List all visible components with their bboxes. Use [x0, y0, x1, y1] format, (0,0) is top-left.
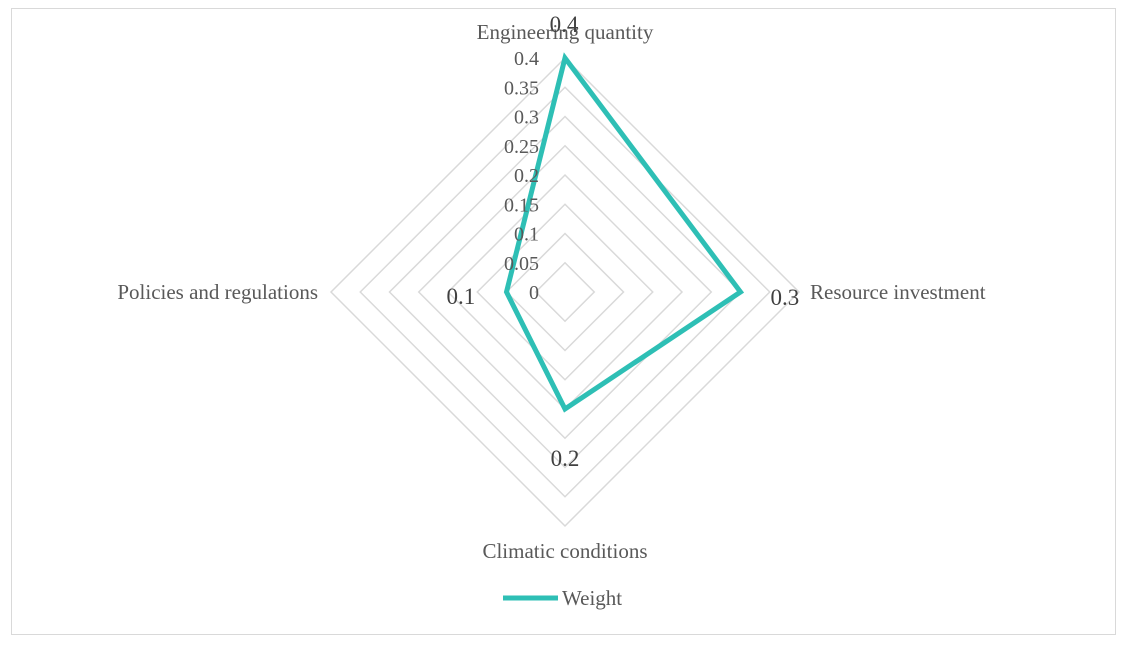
tick-label: 0.4	[514, 48, 539, 70]
grid-ring	[359, 86, 771, 498]
data-label: 0.1	[447, 284, 476, 309]
tick-label: 0.3	[514, 107, 539, 129]
radial-axis-ticks: 0 0.05 0.1 0.15 0.2 0.25 0.3 0.35 0.4	[504, 48, 539, 304]
data-label: 0.3	[771, 285, 800, 310]
radar-series	[503, 52, 745, 413]
tick-label: 0.15	[504, 194, 539, 216]
grid-ring	[329, 56, 801, 528]
tick-label: 0.25	[504, 136, 539, 158]
tick-label: 0.2	[514, 165, 539, 187]
grid-ring	[505, 232, 625, 352]
chart-frame	[11, 8, 1116, 635]
data-label: 0.4	[550, 12, 579, 37]
legend-label: Weight	[562, 586, 622, 610]
category-label: Resource investment	[810, 280, 986, 304]
data-label: 0.2	[551, 446, 580, 471]
grid-ring	[476, 203, 654, 381]
grid-ring	[534, 261, 596, 323]
tick-label: 0.1	[514, 224, 539, 246]
category-label: Engineering quantity	[477, 20, 654, 44]
grid-ring	[388, 115, 742, 469]
data-labels: 0.4 0.3 0.2 0.1	[447, 12, 800, 471]
radar-grid	[329, 56, 801, 528]
tick-label: 0.05	[504, 253, 539, 275]
tick-label: 0	[529, 282, 539, 304]
legend: Weight	[503, 586, 622, 610]
grid-ring	[417, 144, 713, 440]
tick-label: 0.35	[504, 77, 539, 99]
category-label: Policies and regulations	[117, 280, 318, 304]
category-label: Climatic conditions	[482, 539, 647, 563]
series-line	[503, 52, 745, 413]
grid-ring	[446, 173, 684, 411]
